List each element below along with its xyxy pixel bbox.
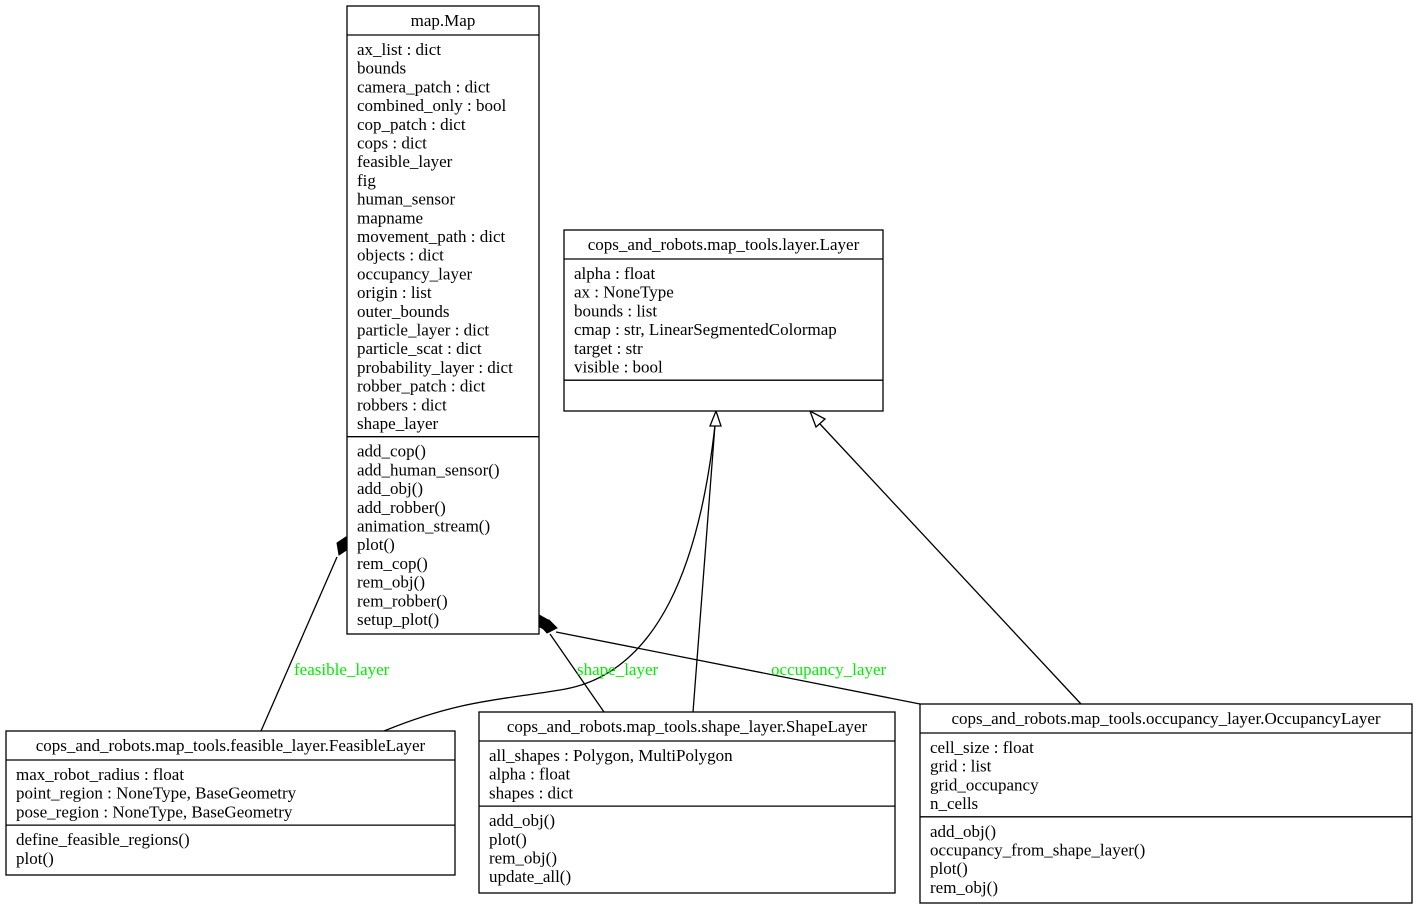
- composition-diamond: [538, 619, 558, 634]
- class-attribute: point_region : NoneType, BaseGeometry: [16, 784, 297, 803]
- class-method: define_feasible_regions(): [16, 830, 190, 849]
- class-attribute: objects : dict: [357, 246, 444, 265]
- edge-label-feasible-layer: feasible_layer: [294, 660, 390, 679]
- class-attribute: fig: [357, 171, 376, 190]
- class-attribute: target : str: [574, 339, 643, 358]
- class-method: update_all(): [489, 867, 571, 886]
- class-attribute: feasible_layer: [357, 152, 453, 171]
- class-method: rem_obj(): [357, 573, 425, 592]
- class-attribute: combined_only : bool: [357, 96, 506, 115]
- class-attribute: mapname: [357, 208, 423, 227]
- class-method: animation_stream(): [357, 517, 490, 536]
- class-attribute: all_shapes : Polygon, MultiPolygon: [489, 746, 733, 765]
- class-box-frame: [346, 5, 540, 635]
- class-method: plot(): [489, 830, 527, 849]
- class-name: cops_and_robots.map_tools.feasible_layer…: [36, 736, 426, 755]
- class-method: rem_cop(): [357, 554, 428, 573]
- class-method: plot(): [357, 535, 395, 554]
- edge-label-occupancy-layer: occupancy_layer: [771, 660, 886, 679]
- class-attribute: human_sensor: [357, 190, 456, 209]
- class-attribute: outer_bounds: [357, 302, 450, 321]
- class-attribute: bounds : list: [574, 301, 657, 320]
- class-attribute: grid_occupancy: [930, 775, 1039, 794]
- class-attribute: particle_scat : dict: [357, 339, 482, 358]
- edge-occupancy-inherits-layer: [808, 409, 1082, 705]
- class-method: rem_obj(): [489, 849, 557, 868]
- class-attribute: cell_size : float: [930, 738, 1034, 757]
- class-box-feasible-layer: cops_and_robots.map_tools.feasible_layer…: [5, 730, 456, 876]
- class-name: map.Map: [411, 11, 476, 30]
- class-attribute: origin : list: [357, 283, 432, 302]
- edge-feasible-to-map: [260, 536, 349, 732]
- class-attribute: robber_patch : dict: [357, 377, 486, 396]
- class-attribute: occupancy_layer: [357, 264, 472, 283]
- edge-occupancy-to-map: [538, 619, 921, 705]
- class-attribute: alpha : float: [574, 264, 655, 283]
- class-box-frame: [919, 703, 1413, 904]
- class-attribute: cops : dict: [357, 134, 427, 153]
- class-method: rem_obj(): [930, 878, 998, 897]
- class-box-frame: [5, 730, 456, 876]
- class-method: occupancy_from_shape_layer(): [930, 841, 1145, 860]
- class-attribute: visible : bool: [574, 358, 663, 377]
- class-name: cops_and_robots.map_tools.layer.Layer: [588, 235, 860, 254]
- class-method: add_obj(): [489, 811, 555, 830]
- class-attribute: probability_layer : dict: [357, 358, 513, 377]
- class-attribute: shape_layer: [357, 414, 439, 433]
- class-attribute: bounds: [357, 59, 406, 78]
- class-method: rem_robber(): [357, 591, 448, 610]
- class-attribute: max_robot_radius : float: [16, 765, 184, 784]
- class-attribute: grid : list: [930, 757, 992, 776]
- class-method: plot(): [16, 849, 54, 868]
- edge-feasible-inherits-layer: [383, 424, 716, 732]
- class-method: setup_plot(): [357, 610, 439, 629]
- class-box-map: map.Map ax_list : dictboundscamera_patch …: [346, 5, 540, 635]
- class-attribute: movement_path : dict: [357, 227, 506, 246]
- class-attribute: pose_region : NoneType, BaseGeometry: [16, 802, 293, 821]
- class-box-occupancy-layer: cops_and_robots.map_tools.occupancy_laye…: [919, 703, 1413, 904]
- class-attribute: particle_layer : dict: [357, 321, 489, 340]
- class-attribute: shapes : dict: [489, 783, 573, 802]
- class-box-frame: [478, 711, 896, 894]
- class-attribute: ax : NoneType: [574, 283, 674, 302]
- inheritance-arrowhead: [808, 409, 827, 429]
- class-attribute: camera_patch : dict: [357, 77, 490, 96]
- class-method: add_human_sensor(): [357, 460, 500, 479]
- class-attribute: cop_patch : dict: [357, 115, 466, 134]
- class-box-shape-layer: cops_and_robots.map_tools.shape_layer.Sh…: [478, 711, 896, 894]
- class-method: plot(): [930, 859, 968, 878]
- edge-shape-inherits-layer: [692, 424, 716, 713]
- class-attribute: ax_list : dict: [357, 40, 441, 59]
- class-attribute: n_cells: [930, 794, 978, 813]
- class-method: add_obj(): [357, 479, 423, 498]
- class-attribute: robbers : dict: [357, 395, 447, 414]
- class-attribute: cmap : str, LinearSegmentedColormap: [574, 320, 837, 339]
- class-name: cops_and_robots.map_tools.occupancy_laye…: [951, 709, 1380, 728]
- class-method: add_obj(): [930, 822, 996, 841]
- class-name: cops_and_robots.map_tools.shape_layer.Sh…: [507, 717, 868, 736]
- class-attribute: alpha : float: [489, 765, 570, 784]
- class-box-layer: cops_and_robots.map_tools.layer.Layeralp…: [563, 229, 884, 412]
- class-method: add_robber(): [357, 498, 446, 517]
- inheritance-arrowhead: [709, 409, 722, 427]
- edge-label-shape-layer: shape_layer: [577, 660, 659, 679]
- class-method: add_cop(): [357, 442, 426, 461]
